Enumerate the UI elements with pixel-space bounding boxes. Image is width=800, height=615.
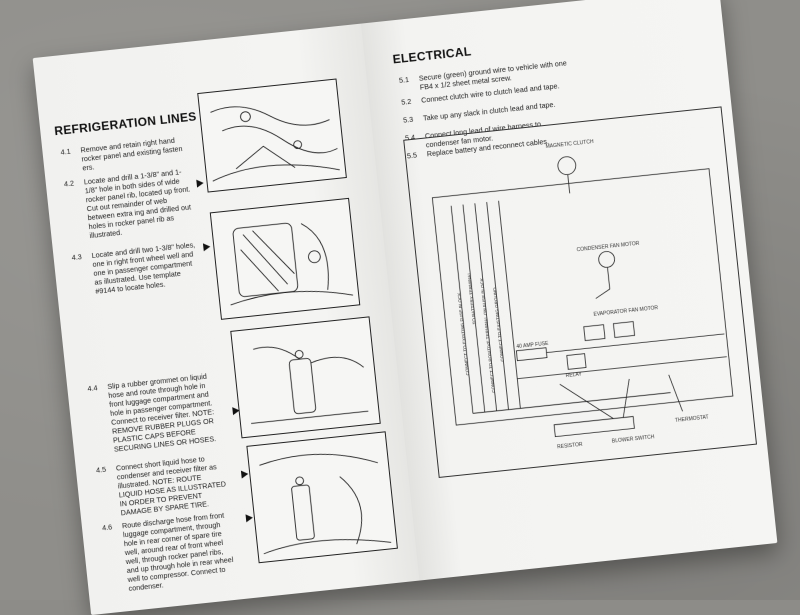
right-page: ELECTRICAL 5.1 Secure (green) ground wir… — [360, 0, 778, 581]
step-text: Connect short liquid hose to condenser a… — [115, 454, 227, 518]
step-4-4: 4.4 Slip a rubber grommet on liquid hose… — [87, 371, 222, 454]
step-4-2: 4.2 Locate and drill a 1-3/8" and 1-1/8"… — [64, 166, 197, 241]
step-text: Locate and drill a 1-3/8" and 1-1/8" hol… — [83, 167, 192, 241]
instruction-booklet: REFRIGERATION LINES 4.1 Remove and retai… — [32, 0, 788, 615]
step-4-6: 4.6 Route discharge hose from front lugg… — [102, 510, 237, 593]
figure-rocker-panel — [197, 78, 347, 193]
wiring-diagram: MAGNETIC CLUTCH CONDENSER FAN MOTOR EVAP… — [403, 106, 758, 478]
step-4-5: 4.5 Connect short liquid hose to condens… — [96, 452, 228, 518]
figure-receiver-filter — [230, 316, 381, 439]
step-number: 4.1 — [60, 146, 72, 157]
arrow-marker — [202, 242, 211, 252]
arrow-marker — [196, 178, 205, 188]
step-text: Route discharge hose from front luggage … — [121, 510, 234, 593]
refrigeration-lines-title: REFRIGERATION LINES — [53, 109, 198, 139]
step-number: 4.3 — [71, 252, 83, 263]
arrow-marker — [240, 469, 249, 479]
step-number: 4.5 — [95, 464, 107, 475]
electrical-title: ELECTRICAL — [392, 44, 473, 67]
step-number: 5.2 — [400, 96, 412, 107]
arrow-marker — [232, 406, 241, 416]
figure-wheel-well — [209, 197, 361, 320]
arrow-marker — [245, 513, 254, 523]
step-text: Locate and drill two 1-3/8" holes, one i… — [91, 240, 196, 296]
step-number: 4.4 — [87, 383, 98, 394]
step-4-3: 4.3 Locate and drill two 1-3/8" holes, o… — [71, 240, 203, 296]
step-text: Slip a rubber grommet on liquid hose and… — [106, 371, 217, 454]
step-number: 5.1 — [398, 74, 410, 85]
step-text: Remove and retain right hand rocker pane… — [80, 135, 183, 173]
figure-discharge-hose — [246, 431, 398, 564]
step-number: 4.6 — [101, 522, 113, 533]
left-page: REFRIGERATION LINES 4.1 Remove and retai… — [32, 23, 420, 615]
step-4-1: 4.1 Remove and retain right hand rocker … — [60, 134, 190, 173]
step-number: 4.2 — [63, 178, 75, 189]
step-number: 5.3 — [402, 114, 414, 125]
